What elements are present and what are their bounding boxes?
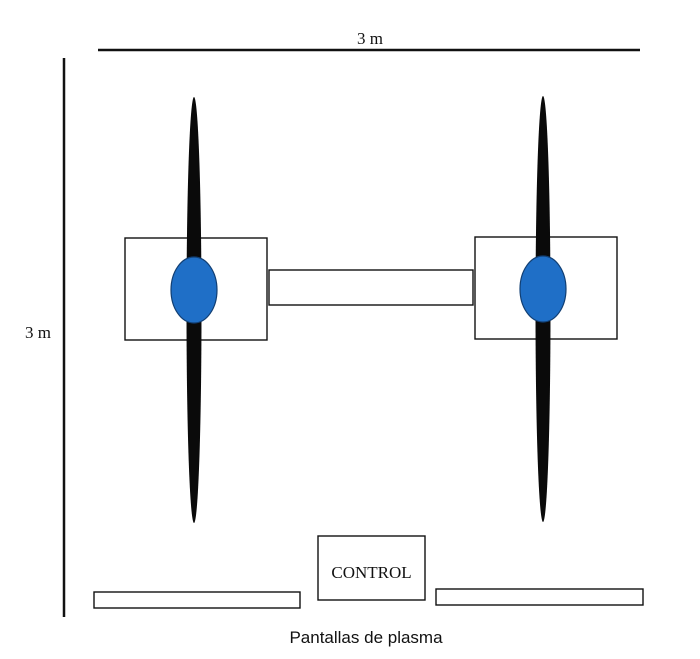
plasma-screens-caption: Pantallas de plasma: [289, 628, 443, 647]
right-unit: [474, 96, 618, 522]
right-propeller-hub: [519, 255, 567, 323]
control-box-frame: [317, 535, 426, 601]
connector-bar: [268, 269, 474, 306]
control-box: CONTROL: [317, 535, 426, 601]
left-unit: [124, 97, 268, 523]
width-dimension-label: 3 m: [357, 29, 383, 48]
right-plasma-screen: [435, 588, 644, 606]
left-propeller-hub: [170, 256, 218, 324]
control-label: CONTROL: [331, 563, 411, 582]
height-dimension-label: 3 m: [25, 323, 51, 342]
left-plasma-screen: [93, 591, 301, 609]
